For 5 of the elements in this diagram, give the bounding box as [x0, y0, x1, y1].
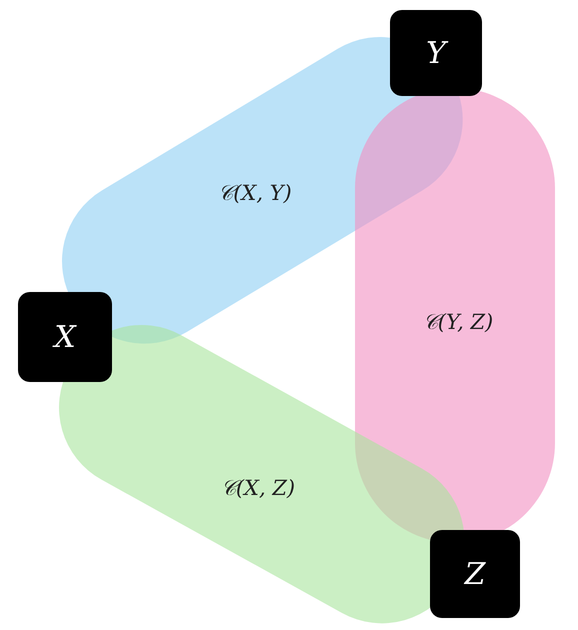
relation-label: 𝒞(Y, Z)	[422, 310, 494, 334]
variable-box: Z	[430, 530, 520, 618]
relation-label: 𝒞(X, Y)	[218, 180, 292, 205]
relation-label: 𝒞(X, Z)	[220, 476, 296, 500]
variable-box: X	[18, 292, 112, 382]
